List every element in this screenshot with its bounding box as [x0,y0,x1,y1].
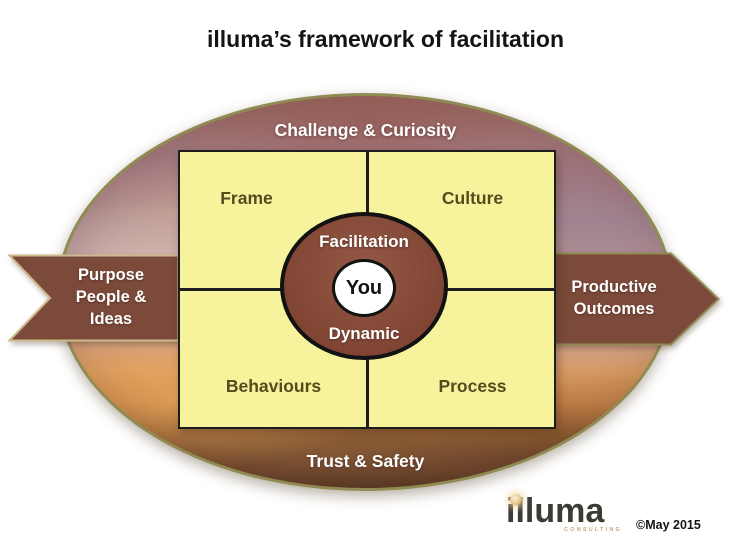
logo-wordmark: illuma [506,492,605,530]
outcomes-arrow-text: Productive Outcomes [552,252,720,346]
banner-line: Ideas [89,309,133,328]
quadrant-culture: Culture [441,188,504,208]
dynamic-label: Dynamic [328,323,400,343]
arrow-line: Productive [571,278,657,297]
facilitation-circle: Facilitation You Dynamic [280,212,448,360]
quadrant-behaviours: Behaviours [225,376,322,396]
quadrant-frame: Frame [220,188,273,208]
swallowtail-banner-polygon [8,254,180,342]
outer-label-top: Challenge & Curiosity [274,120,457,140]
inputs-banner-text: Purpose People & Ideas [8,254,180,342]
quadrant-process: Process [438,376,507,396]
glow-orb-icon [510,494,522,506]
arrow-line: Outcomes [573,300,655,318]
you-circle: You [332,259,396,317]
banner-line: Purpose [77,266,145,285]
page-title: illuma’s framework of facilitation [206,26,564,52]
banner-line: People & [75,288,147,307]
outer-label-bottom: Trust & Safety [306,451,425,471]
swallowtail-banner-shape [8,254,180,342]
illuma-logo: illuma CONSULTING [506,492,624,533]
facilitation-label: Facilitation [319,232,409,251]
logo-subtext: CONSULTING [564,527,622,533]
outcomes-arrow: Productive Outcomes [552,252,720,346]
copyright-text: ©May 2015 [636,518,701,532]
inputs-banner: Purpose People & Ideas [8,254,180,342]
